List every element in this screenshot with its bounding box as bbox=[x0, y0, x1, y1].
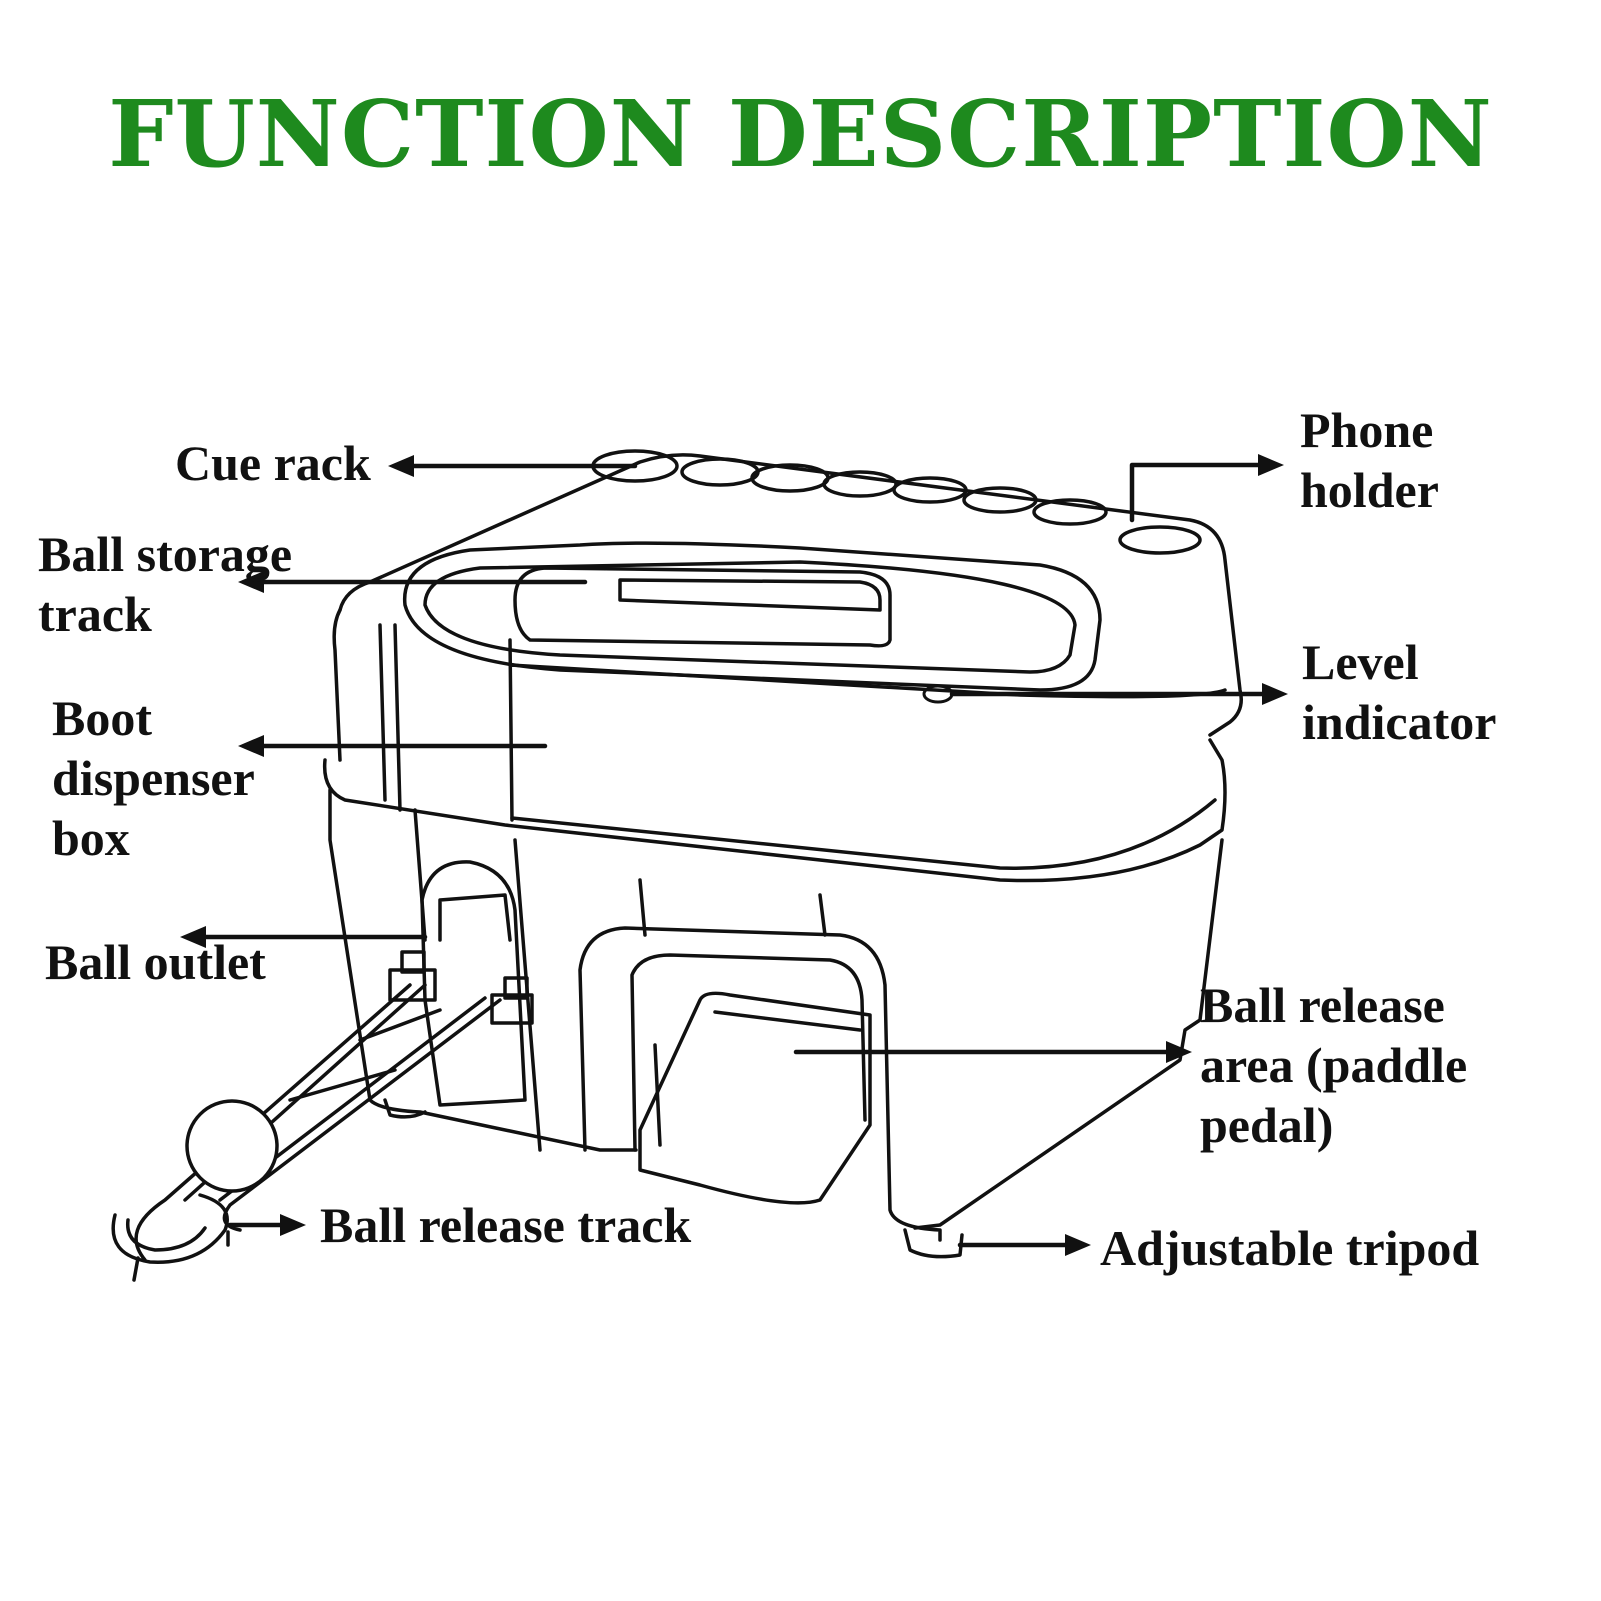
track-rail-3 bbox=[222, 998, 502, 1232]
paddle-edge bbox=[653, 1010, 862, 1147]
paddle bbox=[638, 991, 872, 1205]
phone-holder-slot bbox=[1118, 525, 1202, 555]
label-level-indicator: Level indicator bbox=[1302, 634, 1497, 750]
lid-front-edge bbox=[332, 608, 342, 762]
release-area-arrowhead bbox=[1166, 1041, 1192, 1063]
label-adjustable-tripod: Adjustable tripod bbox=[1100, 1220, 1480, 1276]
outlet-inner bbox=[438, 893, 512, 942]
lid-top-outline bbox=[338, 453, 1243, 737]
label-boot-dispenser-box: Boot dispenser box bbox=[52, 690, 255, 866]
cue-hole-6 bbox=[962, 486, 1038, 514]
clamp-left-top bbox=[400, 950, 426, 974]
cue-hole-7 bbox=[1032, 498, 1108, 526]
pedal-arch-inner bbox=[630, 953, 867, 1152]
clamp-right-top bbox=[503, 976, 529, 1000]
storage-slot bbox=[618, 578, 882, 612]
page-title: FUNCTION DESCRIPTION bbox=[108, 80, 1493, 188]
cue-hole-5 bbox=[892, 476, 968, 504]
boot-box-arrowhead bbox=[238, 735, 264, 757]
tripod-foot bbox=[903, 1228, 964, 1259]
phone-holder-arrowhead bbox=[1258, 454, 1284, 476]
callout-arrows bbox=[189, 462, 1277, 1248]
level-indicator-arrowhead bbox=[1262, 683, 1288, 705]
lower-step bbox=[638, 878, 827, 937]
label-ball-release-track: Ball release track bbox=[320, 1197, 692, 1253]
track-rail-1 bbox=[134, 983, 412, 1262]
upper-box-left bbox=[378, 623, 402, 812]
storage-track-arrowhead bbox=[238, 571, 264, 593]
clamp-right bbox=[490, 993, 534, 1025]
phone-holder-leader bbox=[1129, 462, 1273, 523]
machine-outline bbox=[111, 449, 1243, 1282]
track-end-loop-inner bbox=[126, 1218, 207, 1252]
pedal-arch-outer bbox=[578, 926, 942, 1242]
lower-body-right bbox=[913, 838, 1224, 1230]
release-track-arrowhead bbox=[280, 1214, 306, 1236]
cue-rack-arrowhead bbox=[388, 455, 414, 477]
track-end-loop bbox=[111, 1193, 229, 1264]
label-ball-outlet: Ball outlet bbox=[45, 934, 266, 990]
ball-outlet-arrowhead bbox=[180, 926, 206, 948]
cue-hole-2 bbox=[680, 457, 760, 487]
arrowheads bbox=[180, 454, 1288, 1256]
storage-track bbox=[513, 566, 892, 648]
mid-band bbox=[322, 738, 1227, 883]
ball bbox=[185, 1099, 279, 1193]
track-end-pin-1 bbox=[132, 1256, 140, 1282]
label-cue-rack: Cue rack bbox=[175, 435, 371, 491]
clamp-left bbox=[388, 968, 437, 1002]
tripod-foot-left bbox=[383, 1098, 427, 1119]
track-rung-1 bbox=[358, 1008, 442, 1042]
track-rung-2 bbox=[288, 1068, 397, 1102]
outlet-opening bbox=[420, 860, 527, 1107]
label-phone-holder: Phone holder bbox=[1300, 402, 1439, 518]
lid-inner-rim-2 bbox=[423, 560, 1077, 674]
label-ball-release-area: Ball release area (paddle pedal) bbox=[1200, 977, 1468, 1153]
tripod-arrowhead bbox=[1065, 1234, 1091, 1256]
mid-band-2 bbox=[510, 798, 1217, 870]
label-ball-storage-track: Ball storage track bbox=[38, 526, 293, 642]
